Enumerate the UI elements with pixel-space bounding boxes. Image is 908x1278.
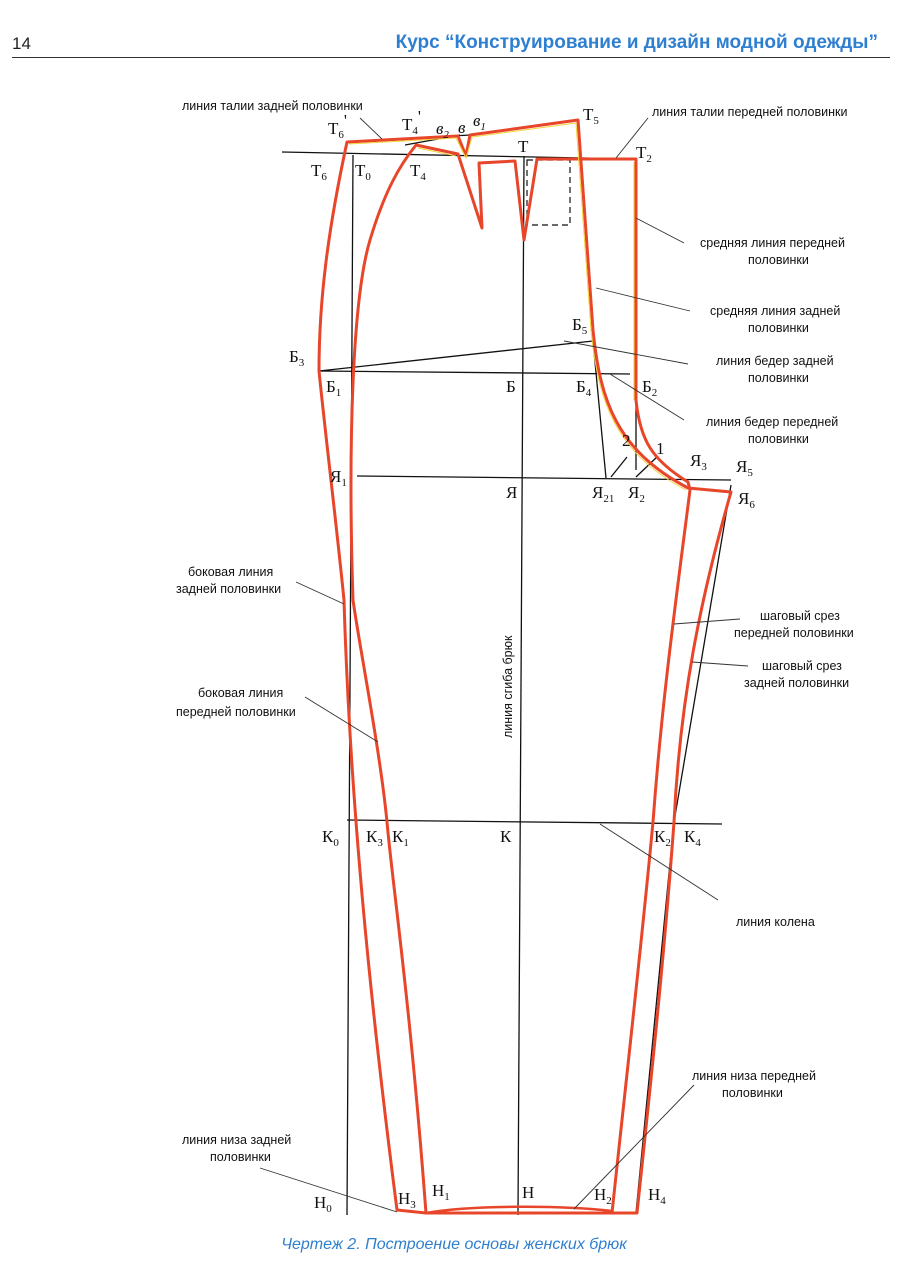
front-half-contour bbox=[349, 143, 692, 1215]
hip-back-line bbox=[318, 340, 594, 372]
label-fold-line: линия сгиба брюк bbox=[501, 635, 515, 738]
label-inseam-back-2: задней половинки bbox=[744, 676, 849, 690]
point-B3: Б3 bbox=[289, 347, 305, 369]
point-Ya6: Я6 bbox=[738, 489, 755, 511]
point-T0: Т0 bbox=[355, 161, 371, 183]
point-K1: К1 bbox=[392, 827, 409, 849]
label-hem-back-1: линия низа задней bbox=[182, 1133, 291, 1147]
label-middle-back-2: половинки bbox=[748, 321, 809, 335]
point-T4-prime: Т4' bbox=[402, 107, 421, 137]
back-half-contour-inner bbox=[348, 122, 687, 491]
fold-line bbox=[517, 155, 525, 1216]
point-Ya1: Я1 bbox=[330, 467, 347, 489]
label-hip-back-1: линия бедер задней bbox=[716, 354, 834, 368]
point-H2: Н2 bbox=[594, 1185, 612, 1207]
point-K: К bbox=[500, 827, 512, 846]
page-number: 14 bbox=[12, 34, 31, 53]
point-H3: Н3 bbox=[398, 1189, 416, 1211]
point-K2: К2 bbox=[654, 827, 671, 849]
hem-curve bbox=[425, 1205, 613, 1215]
point-H1: Н1 bbox=[432, 1181, 450, 1203]
waist-dashed-box bbox=[526, 159, 571, 226]
point-B2: Б2 bbox=[642, 377, 657, 399]
label-waist-back: линия талии задней половинки bbox=[182, 99, 363, 113]
inseam-back-straight bbox=[673, 484, 732, 823]
point-H4: Н4 bbox=[648, 1185, 666, 1207]
label-inseam-back-1: шаговый срез bbox=[762, 659, 842, 673]
label-waist-front: линия талии передней половинки bbox=[652, 105, 847, 119]
point-labels: Т6' Т4' в2 в в1 Т5 Т6 Т0 Т4 Т Т2 Б5 Б3 Б… bbox=[289, 105, 755, 1215]
point-Ya2: Я2 bbox=[628, 483, 645, 505]
callout-labels: линия талии задней половинки линия талии… bbox=[176, 99, 854, 1164]
point-v2: в2 bbox=[436, 119, 449, 141]
point-T5: Т5 bbox=[583, 105, 599, 127]
label-middle-front-2: половинки bbox=[748, 253, 809, 267]
point-T6-prime: Т6' bbox=[328, 111, 347, 141]
label-knee-line: линия колена bbox=[736, 915, 815, 929]
label-side-front-2: передней половинки bbox=[176, 705, 296, 719]
point-B5: Б5 bbox=[572, 315, 588, 337]
label-middle-back-1: средняя линия задней bbox=[710, 304, 840, 318]
label-hem-front-1: линия низа передней bbox=[692, 1069, 816, 1083]
point-1: 1 bbox=[656, 439, 665, 458]
point-Ya: Я bbox=[506, 483, 517, 502]
point-v1: в1 bbox=[473, 111, 486, 133]
point-K4: К4 bbox=[684, 827, 701, 849]
point-Ya3: Я3 bbox=[690, 451, 707, 473]
label-side-front-1: боковая линия bbox=[198, 686, 283, 700]
point-T: Т bbox=[518, 137, 529, 156]
crotch-bisector-1 bbox=[635, 455, 659, 478]
hip-line bbox=[318, 370, 631, 375]
label-side-back-1: боковая линия bbox=[188, 565, 273, 579]
point-Ya21: Я21 bbox=[592, 483, 614, 505]
point-Ya5: Я5 bbox=[736, 457, 753, 479]
label-hem-back-2: половинки bbox=[210, 1150, 271, 1164]
label-middle-front-1: средняя линия передней bbox=[700, 236, 845, 250]
label-hem-front-2: половинки bbox=[722, 1086, 783, 1100]
front-half-contour-inner bbox=[417, 147, 635, 400]
left-vertical-line bbox=[346, 154, 354, 1216]
point-H0: Н0 bbox=[314, 1193, 332, 1215]
pattern-contours bbox=[317, 118, 733, 1215]
label-hip-back-2: половинки bbox=[748, 371, 809, 385]
point-B4: Б4 bbox=[576, 377, 592, 399]
figure-caption: Чертеж 2. Построение основы женских брюк bbox=[281, 1236, 627, 1253]
label-inseam-front-2: передней половинки bbox=[734, 626, 854, 640]
label-hip-front-1: линия бедер передней bbox=[706, 415, 838, 429]
point-T2: Т2 bbox=[636, 143, 652, 165]
page-header: 14 Курс “Конструирование и дизайн модной… bbox=[0, 0, 908, 70]
point-H: Н bbox=[522, 1183, 534, 1202]
point-v: в bbox=[458, 118, 466, 137]
knee-line bbox=[346, 819, 723, 825]
point-K3: К3 bbox=[366, 827, 383, 849]
point-T6: Т6 bbox=[311, 161, 327, 183]
point-2: 2 bbox=[622, 431, 631, 450]
point-K0: К0 bbox=[322, 827, 339, 849]
point-T4: Т4 bbox=[410, 161, 426, 183]
label-side-back-2: задней половинки bbox=[176, 582, 281, 596]
course-title: Курс “Конструирование и дизайн модной од… bbox=[395, 32, 878, 53]
label-inseam-front-1: шаговый срез bbox=[760, 609, 840, 623]
label-hip-front-2: половинки bbox=[748, 432, 809, 446]
point-B: Б bbox=[506, 377, 516, 396]
point-B1: Б1 bbox=[326, 377, 341, 399]
header-rule bbox=[12, 57, 890, 58]
leader-lines bbox=[259, 117, 749, 1213]
crotch-bisector-2 bbox=[610, 456, 628, 478]
